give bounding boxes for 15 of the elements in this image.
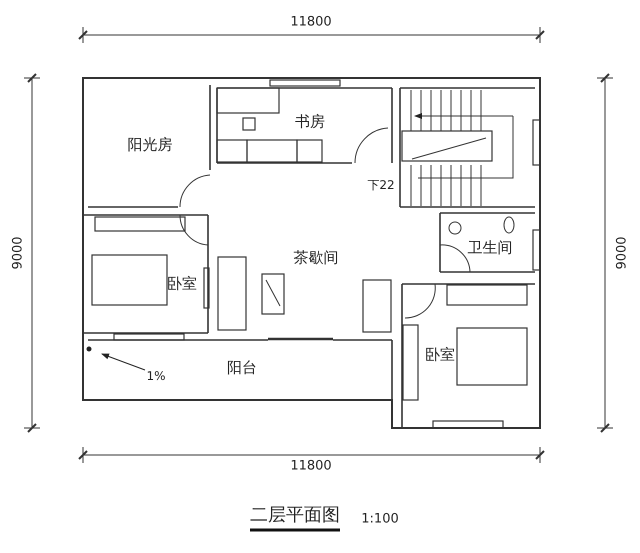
slope-label: 1% bbox=[146, 370, 166, 382]
room-label: 茶歇间 bbox=[294, 250, 338, 266]
dimension-text: 11800 bbox=[290, 460, 332, 472]
room-label: 阳台 bbox=[227, 360, 257, 376]
dimension-text: 11800 bbox=[290, 16, 332, 28]
stair-label: 下22 bbox=[367, 179, 395, 191]
room-label: 卧室 bbox=[425, 348, 455, 362]
room-label: 书房 bbox=[295, 114, 325, 130]
room-label: 卧室 bbox=[167, 276, 197, 292]
dimension-text: 9000 bbox=[616, 236, 628, 270]
drawing-title: 二层平面图 bbox=[250, 506, 340, 532]
dimension-text: 9000 bbox=[12, 236, 24, 270]
room-label: 卫生间 bbox=[468, 240, 512, 256]
room-label: 阳光房 bbox=[128, 138, 172, 152]
scale-text: 1:100 bbox=[361, 512, 399, 526]
